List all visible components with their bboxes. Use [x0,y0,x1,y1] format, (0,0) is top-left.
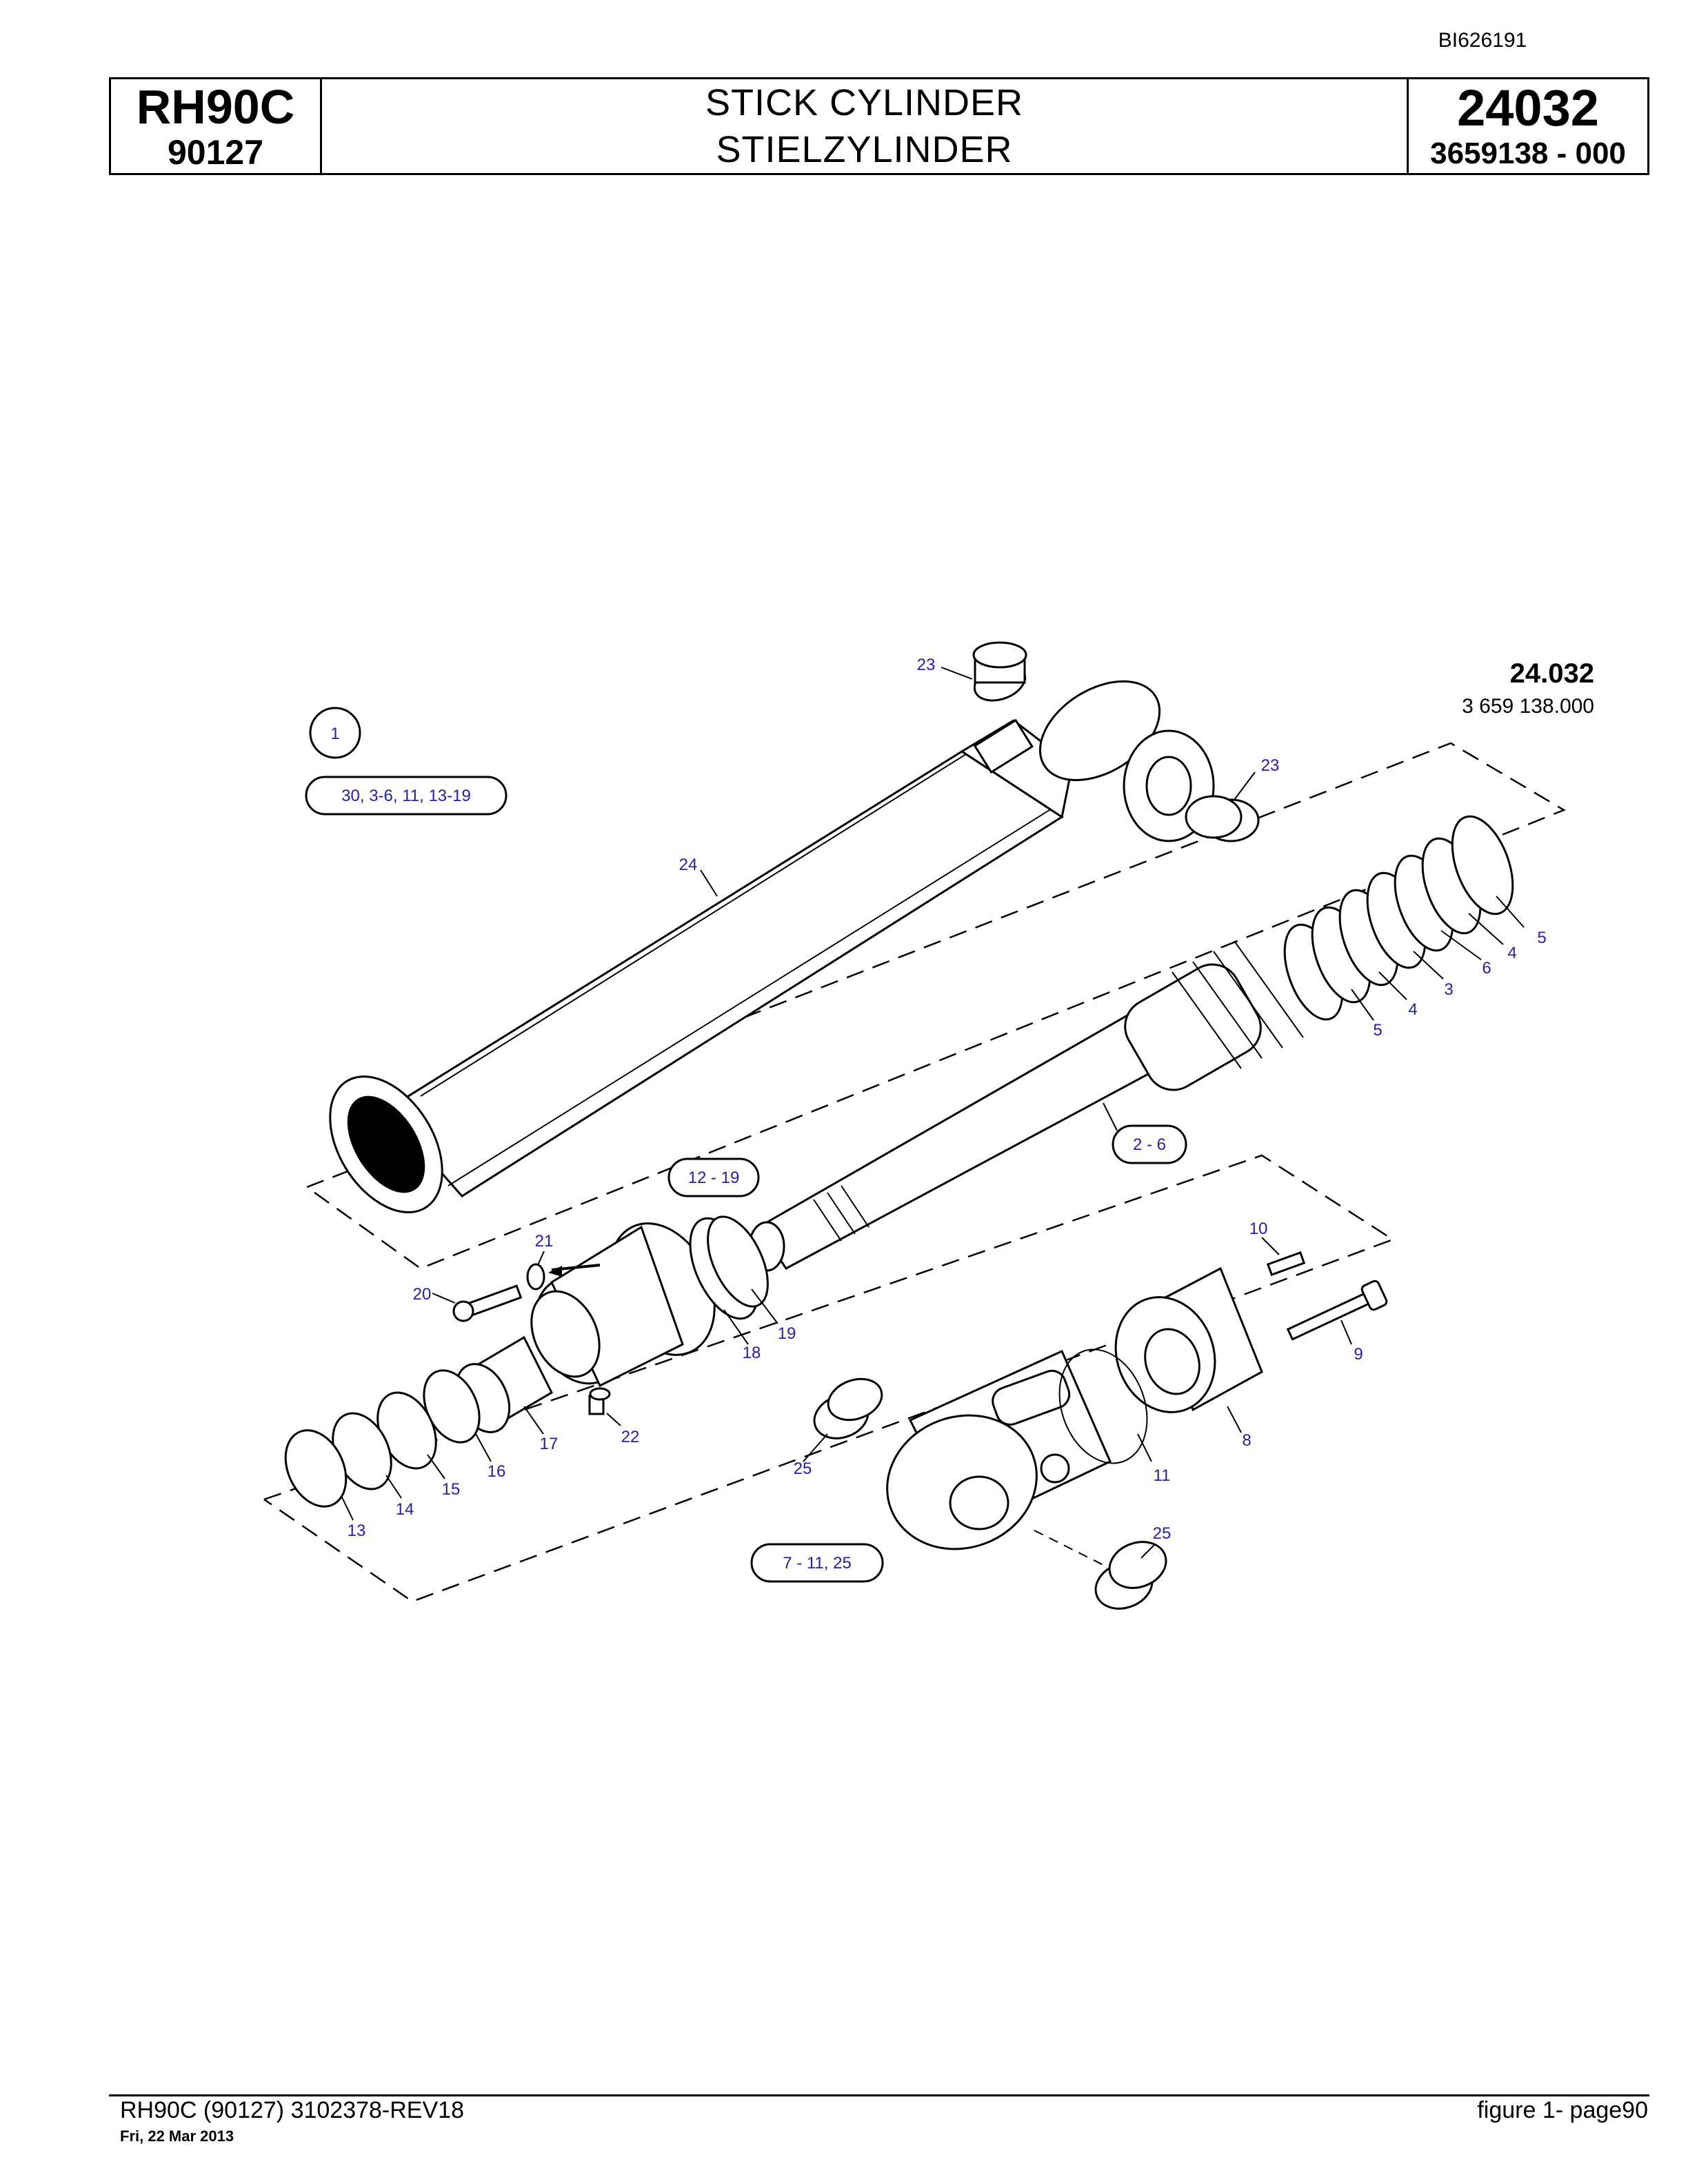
group-boundary-rod-end [263,1154,1395,1603]
drawing-ref-sub: 3 659 138.000 [1462,695,1594,718]
callout-13: 13 [348,1521,366,1540]
footer-date: Fri, 22 Mar 2013 [120,2127,234,2145]
callout-8: 8 [1242,1431,1251,1450]
serial-number: 90127 [167,133,264,172]
callout-20: 20 [413,1285,432,1304]
screw-9 [1286,1280,1388,1341]
group-capsule-12-19 [667,1157,760,1197]
callout-6: 6 [1482,959,1491,978]
footer-page: figure 1- page90 [1477,2097,1648,2123]
callout-22: 22 [621,1428,640,1446]
group-capsule-7-11 [750,1543,884,1583]
callout-17: 17 [540,1435,559,1453]
callout-3: 3 [1444,980,1453,999]
bushing-23-top [972,641,1027,702]
callout-15: 15 [442,1480,461,1499]
drawing-ref-number: 24.032 [1510,658,1594,689]
document-id: BI626191 [1438,29,1527,52]
rod-eye-part [886,1350,1112,1550]
model-name: RH90C [136,80,295,134]
bushing-25-left [813,1377,883,1439]
assembly-item-label: 1 [330,725,339,743]
bushing-25-right [1094,1541,1167,1610]
washer-21 [526,1263,601,1291]
callout-11: 11 [1154,1466,1171,1485]
group-capsule-2-6 [1112,1124,1187,1164]
group-label-2-6: 2 - 6 [1133,1135,1166,1154]
cylinder-tube-part [329,680,1215,1213]
group-capsule-main [305,776,508,816]
callout-19: 19 [778,1324,796,1343]
footer-document-ref: RH90C (90127) 3102378-REV18 [120,2097,464,2123]
cylinder-head-part [530,1215,769,1388]
callout-25-left: 25 [794,1459,812,1478]
title-german: STIELZYLINDER [716,129,1013,170]
callout-4-lower: 4 [1408,1000,1417,1019]
part-number: 3659138 - 000 [1430,136,1626,170]
title-english: STICK CYLINDER [705,82,1024,123]
model-cell: RH90C 90127 [111,79,322,173]
callout-25-right: 25 [1153,1524,1172,1543]
callout-16: 16 [488,1462,506,1481]
bushing-23-right [1185,795,1260,842]
callout-4-upper: 4 [1507,944,1516,962]
callout-23-top: 23 [917,656,936,674]
screw-20 [452,1284,523,1322]
callout-18: 18 [743,1344,761,1362]
group-label-main: 30, 3-6, 11, 13-19 [341,787,471,805]
callout-21: 21 [535,1232,554,1251]
callout-5-lower: 5 [1373,1021,1382,1040]
callout-10: 10 [1249,1220,1268,1238]
callout-9: 9 [1354,1345,1363,1364]
plug-22 [588,1387,611,1415]
piston-rod-part [748,940,1304,1272]
figure-cell: 24032 3659138 - 000 [1409,79,1647,173]
callout-24: 24 [679,856,698,874]
assembly-item-bubble [309,707,361,759]
title-cell: STICK CYLINDER STIELZYLINDER [322,79,1409,173]
piston-seal-rings [1283,815,1514,1021]
figure-number: 24032 [1457,79,1599,136]
group-label-7-11: 7 - 11, 25 [783,1554,852,1573]
footer-divider [109,2094,1649,2096]
pin-10 [1266,1251,1306,1276]
group-boundary-cylinder [306,742,1566,1270]
head-seal-set [284,1335,553,1508]
callout-5-upper: 5 [1537,929,1546,947]
callout-14: 14 [396,1500,414,1519]
title-block: RH90C 90127 STICK CYLINDER STIELZYLINDER… [109,77,1649,175]
group-label-12-19: 12 - 19 [688,1169,740,1187]
callout-23-right: 23 [1261,756,1280,775]
leader-lines [341,667,1525,1559]
nut-part [1058,1266,1263,1464]
